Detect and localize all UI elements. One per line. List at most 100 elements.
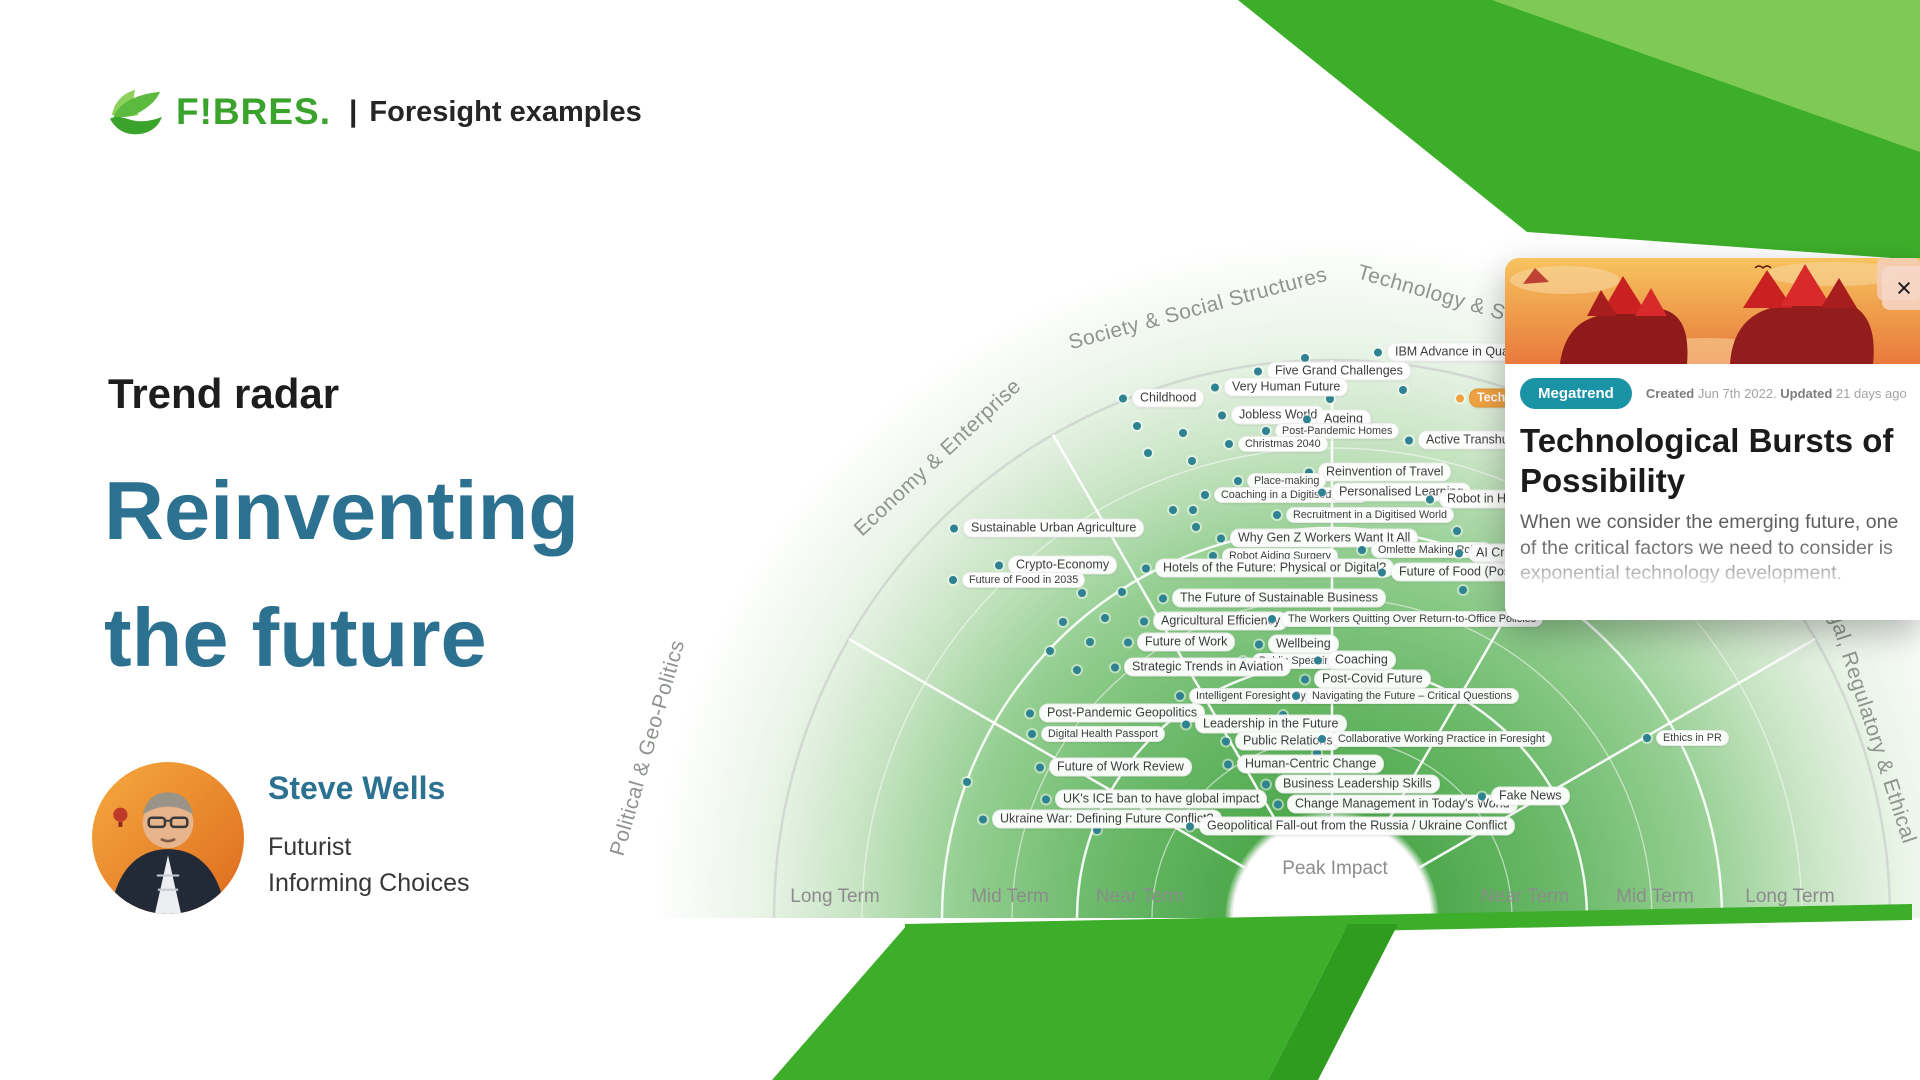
trend-item[interactable]: Digital Health Passport <box>1028 726 1165 742</box>
trend-item[interactable]: Future of Work Review <box>1036 757 1192 777</box>
trend-item[interactable]: Recruitment in a Digitised World <box>1273 507 1455 523</box>
card-meta: Created Jun 7th 2022. Updated 21 days ag… <box>1646 386 1907 401</box>
trend-dot-icon <box>1314 656 1322 664</box>
trend-dot-icon <box>1028 730 1036 738</box>
trend-dot-icon <box>1182 720 1190 728</box>
trend-dot[interactable] <box>1073 666 1081 674</box>
avatar <box>92 762 244 914</box>
trend-dot[interactable] <box>1078 589 1086 597</box>
updated-label: Updated <box>1780 386 1833 401</box>
trend-item-label: Childhood <box>1132 388 1205 408</box>
axis-label: Long Term <box>790 886 880 907</box>
trend-dot[interactable] <box>1118 588 1126 596</box>
trend-item[interactable]: Christmas 2040 <box>1225 436 1328 452</box>
trend-dot-icon <box>1318 488 1326 496</box>
trend-item[interactable]: UK's ICE ban to have global impact <box>1042 789 1268 809</box>
trend-dot[interactable] <box>1086 638 1094 646</box>
trend-dot-icon <box>949 576 957 584</box>
trend-item[interactable]: Collaborative Working Practice in Foresi… <box>1318 731 1552 747</box>
trend-item-label: Sustainable Urban Agriculture <box>963 518 1145 538</box>
trend-dot-icon <box>1140 617 1148 625</box>
trend-item-label: The Future of Sustainable Business <box>1172 588 1387 608</box>
trend-dot-icon <box>1318 735 1326 743</box>
trend-item[interactable]: Coaching <box>1314 650 1396 670</box>
trend-dot[interactable] <box>1046 647 1054 655</box>
trend-item[interactable]: The Future of Sustainable Business <box>1159 588 1387 608</box>
trend-dot-icon <box>1234 477 1242 485</box>
trend-item-label: Fake News <box>1491 786 1570 806</box>
fibres-leaf-logo-icon <box>109 89 162 135</box>
trend-dot[interactable] <box>1192 523 1200 531</box>
card-header-image <box>1505 258 1920 364</box>
trend-dot-icon <box>1201 491 1209 499</box>
trend-dot-icon <box>1358 546 1366 554</box>
trend-item-label: Ethics in PR <box>1656 730 1729 746</box>
page-title-line2: the future <box>104 590 487 684</box>
axis-label: Near Term <box>1095 886 1185 907</box>
trend-dot[interactable] <box>1179 429 1187 437</box>
trend-dot[interactable] <box>1133 422 1141 430</box>
trend-dot-icon <box>1456 394 1464 402</box>
card-body-text: When we consider the emerging future, on… <box>1520 510 1905 589</box>
trend-item[interactable]: Business Leadership Skills <box>1262 774 1440 794</box>
trend-item[interactable]: Reinvention of Travel <box>1305 462 1452 482</box>
close-icon[interactable]: × <box>1882 266 1920 310</box>
page-title-line1: Reinventing <box>104 464 579 557</box>
trend-dot[interactable] <box>1169 506 1177 514</box>
trend-item-label: Post-Pandemic Geopolitics <box>1039 703 1206 723</box>
trend-dot-icon <box>1378 568 1386 576</box>
trend-item[interactable]: Hotels of the Future: Physical or Digita… <box>1142 558 1395 578</box>
trend-item-label: Future of Work <box>1137 632 1236 652</box>
trend-dot[interactable] <box>1101 614 1109 622</box>
author-role: Futurist <box>268 833 352 861</box>
trend-item-label: Recruitment in a Digitised World <box>1286 507 1455 523</box>
trend-item-label: The Workers Quitting Over Return-to-Offi… <box>1281 611 1544 627</box>
trend-item[interactable]: Sustainable Urban Agriculture <box>950 518 1145 538</box>
trend-dot-icon <box>1254 367 1262 375</box>
trend-item[interactable]: Childhood <box>1119 388 1205 408</box>
trend-item[interactable]: Post-Pandemic Geopolitics <box>1026 703 1206 723</box>
trend-item[interactable]: The Workers Quitting Over Return-to-Offi… <box>1268 611 1544 627</box>
trend-dot-icon <box>1124 638 1132 646</box>
trend-item[interactable]: Strategic Trends in Aviation <box>1111 657 1292 677</box>
trend-dot[interactable] <box>963 778 971 786</box>
trend-item[interactable]: Future of Work <box>1124 632 1236 652</box>
trend-item[interactable]: Fake News <box>1478 786 1570 806</box>
trend-dot[interactable] <box>1144 449 1152 457</box>
trend-item-label: Collaborative Working Practice in Foresi… <box>1331 731 1552 747</box>
trend-item[interactable]: Very Human Future <box>1211 377 1349 397</box>
trend-item[interactable]: Navigating the Future – Critical Questio… <box>1292 688 1519 704</box>
trend-item[interactable]: Geopolitical Fall-out from the Russia / … <box>1186 816 1516 836</box>
trend-item[interactable]: Agricultural Efficiency <box>1140 611 1289 631</box>
axis-label: Peak Impact <box>1282 858 1388 879</box>
axis-label: Near Term <box>1480 886 1570 907</box>
megatrend-badge[interactable]: Megatrend <box>1520 378 1632 409</box>
axis-label: Mid Term <box>1616 886 1694 907</box>
trend-dot[interactable] <box>1453 527 1461 535</box>
trend-dot-icon <box>1036 763 1044 771</box>
trend-dot[interactable] <box>1059 618 1067 626</box>
trend-dot[interactable] <box>1188 457 1196 465</box>
trend-dot-icon <box>1211 383 1219 391</box>
trend-item-label: Very Human Future <box>1224 377 1349 397</box>
trend-dot[interactable] <box>1189 506 1197 514</box>
peak-impact-notch <box>1231 817 1433 918</box>
trend-dot[interactable] <box>1459 586 1467 594</box>
trend-dot-icon <box>1262 780 1270 788</box>
trend-item[interactable]: Human-Centric Change <box>1224 754 1385 774</box>
trend-dot-icon <box>979 815 987 823</box>
trend-dot-icon <box>1225 440 1233 448</box>
trend-item[interactable]: Ethics in PR <box>1643 730 1729 746</box>
trend-item-label: Human-Centric Change <box>1237 754 1385 774</box>
trend-item[interactable]: Post-Covid Future <box>1301 669 1431 689</box>
axis-label: Long Term <box>1745 886 1835 907</box>
trend-dot-icon <box>1111 663 1119 671</box>
trend-item-label: Future of Food in 2035 <box>962 572 1086 588</box>
trend-dot-icon <box>1303 415 1311 423</box>
trend-item[interactable]: Future of Food in 2035 <box>949 572 1086 588</box>
trend-dot[interactable] <box>1399 386 1407 394</box>
trend-dot-icon <box>1268 615 1276 623</box>
trend-dot-icon <box>1478 792 1486 800</box>
author-company: Informing Choices <box>268 869 470 897</box>
trend-dot-icon <box>950 524 958 532</box>
